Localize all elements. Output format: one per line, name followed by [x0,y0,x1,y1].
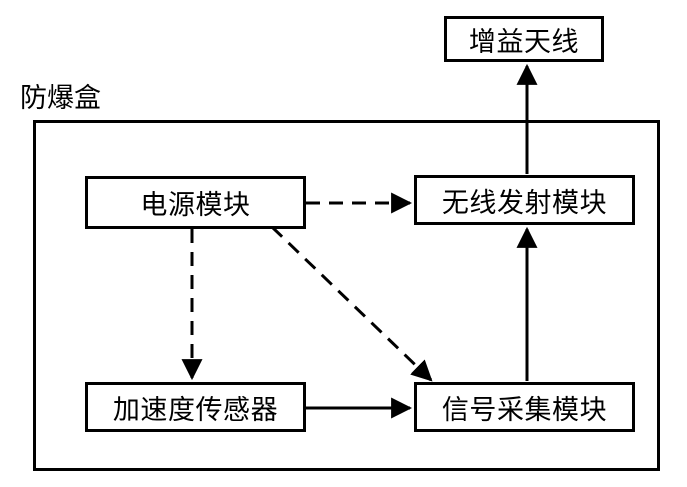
node-wireless-transmitter-module[interactable]: 无线发射模块 [414,175,635,225]
node-wireless-transmitter-module-label: 无线发射模块 [441,187,608,218]
edge-power-to-signal [270,225,433,382]
node-acceleration-sensor[interactable]: 加速度传感器 [85,382,306,432]
node-signal-acquisition-module[interactable]: 信号采集模块 [414,382,635,432]
node-signal-acquisition-module-label: 信号采集模块 [441,394,608,425]
node-acceleration-sensor-label: 加速度传感器 [112,394,279,425]
node-power-module[interactable]: 电源模块 [85,176,306,229]
node-power-module-label: 电源模块 [140,190,251,220]
node-gain-antenna[interactable]: 增益天线 [444,16,604,62]
explosion-proof-box-label: 防爆盒 [20,83,101,113]
node-gain-antenna-label: 增益天线 [468,26,580,57]
explosion-proof-box-container [33,120,660,471]
